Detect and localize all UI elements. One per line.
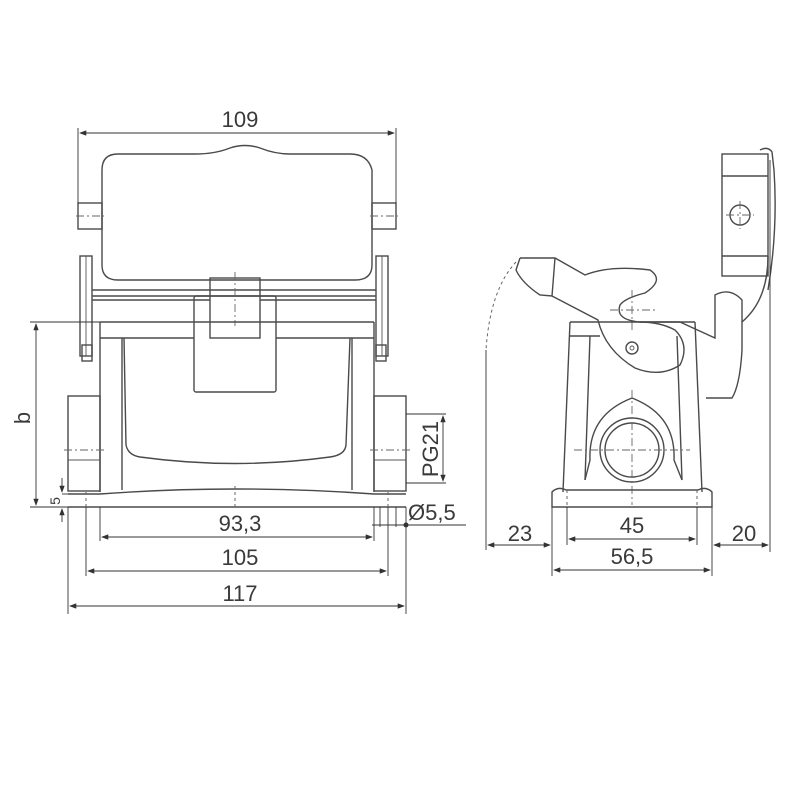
dim-109-label: 109 <box>222 107 259 132</box>
dim-cable-entry: PG21 <box>406 413 446 484</box>
dim-45-label: 45 <box>620 513 644 538</box>
dim-93-3-label: 93,3 <box>219 511 262 536</box>
dim-5-5-label: Ø5,5 <box>408 500 456 525</box>
dim-105-label: 105 <box>222 545 259 570</box>
hood-cover <box>76 144 398 281</box>
dim-base-length: 56,5 <box>553 507 713 576</box>
dim-hole-diameter: Ø5,5 <box>372 500 466 528</box>
side-base <box>551 487 713 508</box>
swing-arc <box>485 261 517 351</box>
locking-lever <box>79 255 389 362</box>
side-view: 23 45 56,5 20 <box>485 147 776 576</box>
center-latch <box>193 272 277 393</box>
dim-b-label: b <box>10 412 35 424</box>
dim-height-b: b <box>10 321 100 508</box>
front-view: 109 b 5 93,3 105 <box>10 107 466 614</box>
dim-top-width: 109 <box>77 107 397 203</box>
dim-base-height: 5 <box>47 478 68 522</box>
base-plate <box>68 486 406 510</box>
dim-pg21-label: PG21 <box>418 421 443 477</box>
dim-left-overhang: 23 <box>485 350 553 576</box>
dim-inner-width: 93,3 <box>99 507 375 541</box>
hood-raised <box>721 147 776 323</box>
housing-side <box>562 321 703 505</box>
dim-side-hole-spacing: 45 <box>566 507 698 545</box>
housing-body <box>64 321 410 492</box>
dim-117-label: 117 <box>222 581 257 606</box>
lever-arm <box>515 257 743 399</box>
dim-right-overhang: 20 <box>713 160 771 552</box>
dim-hole-spacing: 105 <box>85 507 389 576</box>
dim-5-label: 5 <box>47 497 63 505</box>
dim-56-5-label: 56,5 <box>611 544 654 569</box>
dim-20-label: 20 <box>732 521 756 546</box>
dim-23-label: 23 <box>508 521 532 546</box>
